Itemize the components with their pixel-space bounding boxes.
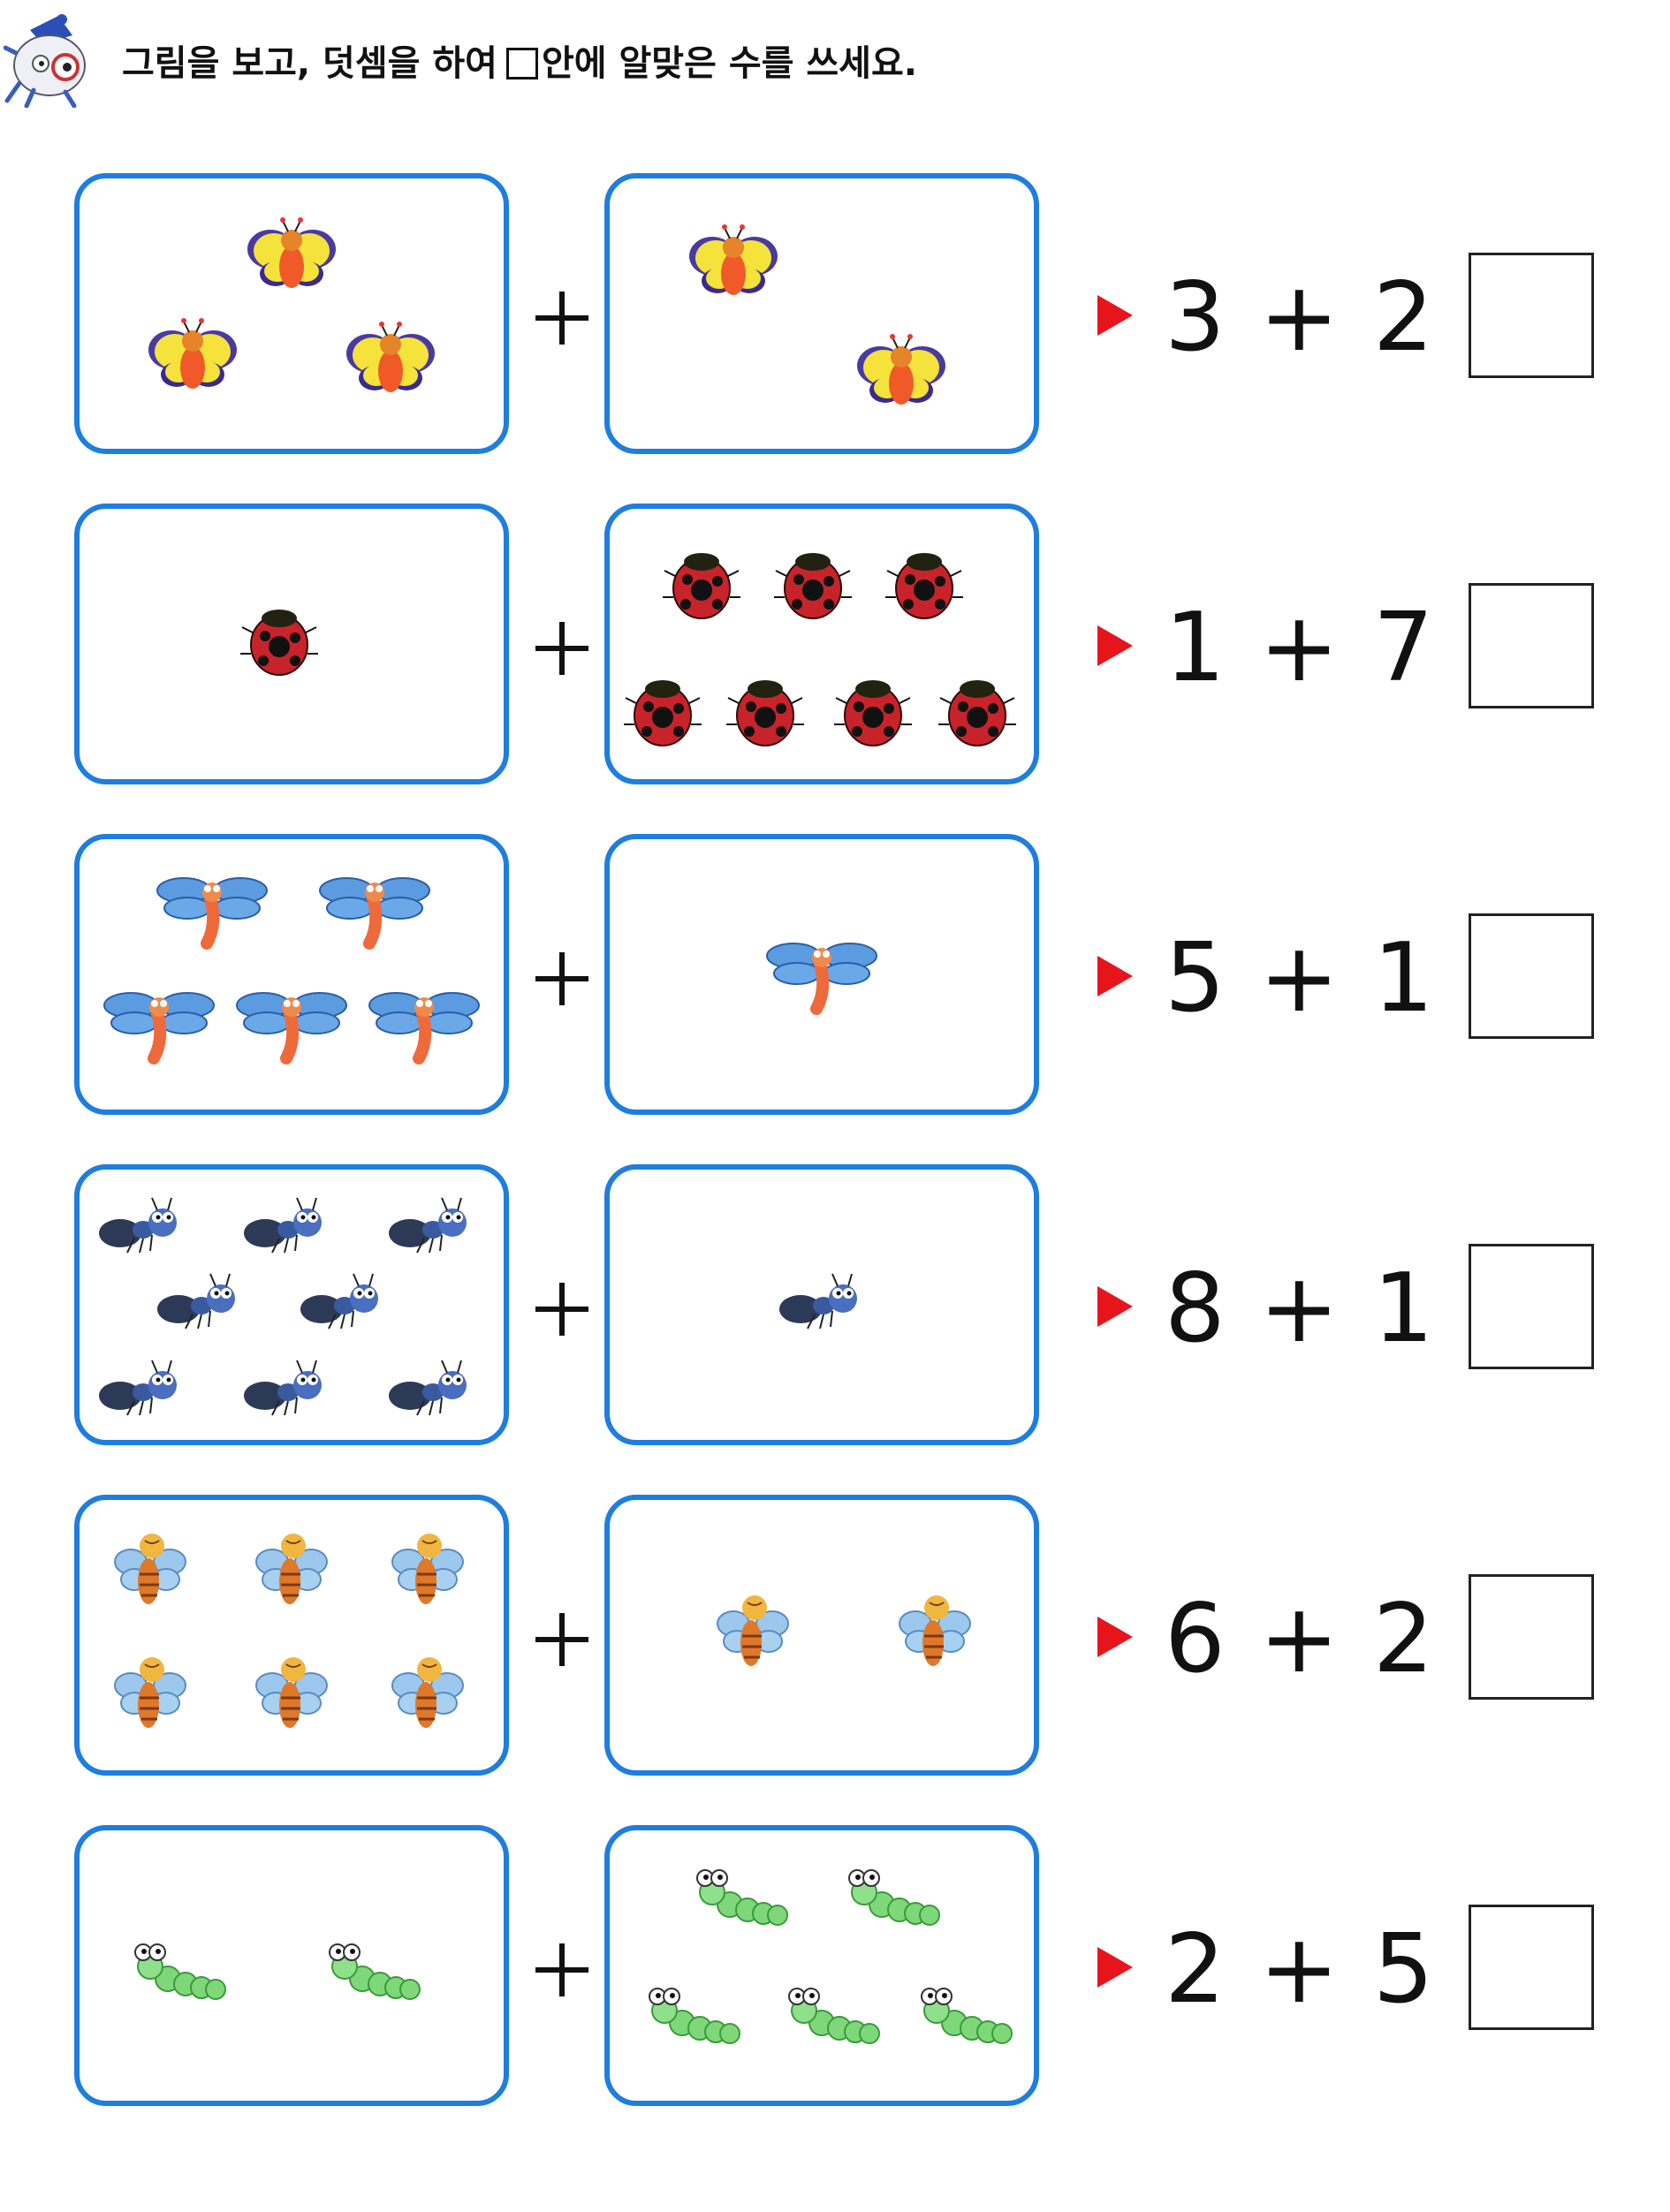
red-arrow-icon [1097,295,1133,336]
problem-row-2: 1 + 7 = [0,504,1670,795]
left-picture-panel [74,1164,509,1445]
butterfly-group-right [688,223,946,405]
instruction-text: 그림을 보고, 덧셈을 하여 안에 알맞은 수를 쓰세요. [122,37,917,90]
plus-sign-icon [535,952,588,1005]
plus-sign-icon [535,1613,588,1666]
instruction-blank-box [505,48,538,80]
ant-group-right [778,1273,858,1329]
ladybug-group-left [239,609,319,676]
plus-sign-icon [535,1283,588,1336]
bee-group-left [113,1532,465,1730]
answer-box[interactable] [1469,1244,1594,1369]
plus-sign-icon [535,622,588,675]
answer-box[interactable] [1469,583,1594,708]
left-picture-panel [74,173,509,454]
ant-group-left [98,1197,467,1416]
butterfly-group-left [148,216,436,393]
left-picture-panel [74,504,509,784]
problem-row-1: 3 + 2 = [0,173,1670,465]
problem-row-6: 2 + 5 = [0,1825,1670,2117]
instruction-part-1: 그림을 보고, 덧셈을 하여 [122,43,497,84]
red-arrow-icon [1097,625,1133,666]
dragonfly-group-left [80,839,504,1110]
dragonfly-group-right [610,839,1034,1110]
ladybug-group-right [623,552,1017,746]
right-picture-panel [604,504,1039,784]
caterpillar-group-left [134,1943,421,2000]
red-arrow-icon [1097,1286,1133,1327]
caterpillar-group-right [649,1869,1013,2044]
worksheet-header: 그림을 보고, 덧셈을 하여 안에 알맞은 수를 쓰세요. [0,0,1670,115]
left-picture-panel [74,1825,509,2106]
plus-sign-icon [535,292,588,345]
right-picture-panel [604,1495,1039,1776]
problem-row-3: 5 + 1 = [0,834,1670,1125]
problem-row-5: 6 + 2 = [0,1495,1670,1786]
answer-box[interactable] [1469,913,1594,1039]
red-arrow-icon [1097,1947,1133,1988]
mascot-icon [4,14,86,108]
instruction-part-2: 안에 알맞은 수를 쓰세요. [541,43,917,84]
left-picture-panel [74,1495,509,1776]
right-picture-panel [604,1164,1039,1445]
bee-group-right [716,1594,972,1668]
right-picture-panel [604,173,1039,454]
answer-box[interactable] [1469,253,1594,378]
plus-sign-icon [535,1943,588,1996]
right-picture-panel [604,1825,1039,2106]
problem-row-4: 8 + 1 = [0,1164,1670,1456]
left-picture-panel [74,834,509,1115]
red-arrow-icon [1097,1617,1133,1657]
answer-box[interactable] [1469,1905,1594,2030]
right-picture-panel [604,834,1039,1115]
red-arrow-icon [1097,956,1133,996]
answer-box[interactable] [1469,1574,1594,1700]
